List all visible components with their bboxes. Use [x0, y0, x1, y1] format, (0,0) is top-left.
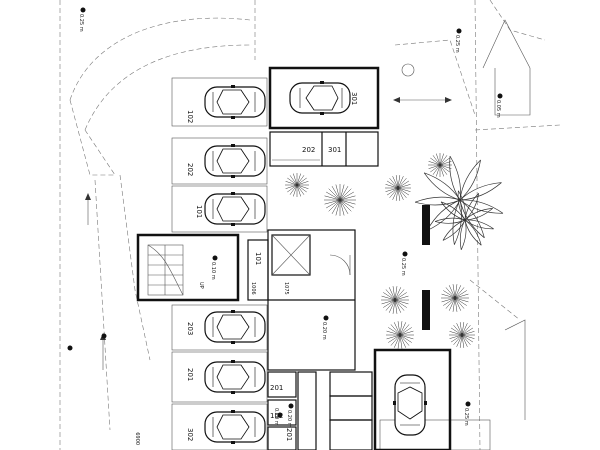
storage-units-bottom — [267, 371, 373, 450]
car-right — [393, 374, 427, 436]
palm-icon — [414, 155, 504, 245]
plant-icon — [381, 286, 409, 314]
car-icon — [204, 144, 266, 178]
garden-plants — [285, 153, 504, 349]
parking-label-101: 101 — [195, 205, 203, 218]
plant-icon — [386, 321, 414, 349]
car-icon — [204, 85, 266, 119]
level-3: 0.10 m — [210, 262, 216, 280]
storage-label-102: 102 — [270, 412, 283, 420]
misc-labels: UP 0.20 m 0069 — [136, 282, 279, 445]
misc-code-label: 0069 — [136, 432, 142, 445]
parking-label-201: 201 — [186, 368, 194, 381]
level-marker-icon — [465, 401, 471, 407]
stair-up-label: UP — [198, 282, 204, 289]
level-marker-icon — [277, 412, 283, 418]
level-marker-icon — [288, 403, 294, 409]
car-icon — [204, 410, 266, 444]
level-marker-icon — [402, 251, 408, 257]
parking-label-202: 202 — [186, 163, 194, 176]
parking-label-203: 203 — [186, 322, 194, 335]
plant-icon — [285, 173, 309, 197]
level-marker-icon — [497, 93, 503, 99]
level-1: 0.25 m — [454, 35, 460, 53]
storage-labels: 202 301 201 102 201 — [270, 146, 341, 441]
level-5: 0.20 m — [321, 322, 327, 340]
level-markers: 0.25 m 0.25 m 0.05 m 0.10 m 0.25 m 0.20 … — [67, 7, 503, 428]
storage-label-301: 301 — [328, 146, 341, 154]
level-0: 0.25 m — [78, 14, 84, 32]
room-label-101: 101 — [254, 252, 262, 265]
storage-label-202: 202 — [302, 146, 315, 154]
car-icon — [204, 360, 266, 394]
stall-right-walls — [373, 348, 452, 450]
storage-label-201-a: 201 — [270, 384, 283, 392]
level-marker-icon — [67, 345, 73, 351]
level-marker-icon — [456, 28, 462, 34]
plant-icon — [441, 284, 469, 312]
stairwell — [136, 233, 240, 302]
plant-icon — [428, 153, 452, 177]
car-icon — [289, 81, 351, 115]
level-marker-icon — [80, 7, 86, 13]
car-icon — [204, 310, 266, 344]
cars-left — [204, 85, 266, 444]
car-301 — [289, 81, 351, 115]
room-labels: 101 1006 1075 — [250, 252, 289, 295]
plant-icon — [324, 184, 356, 216]
level-6: 0.25 m — [463, 408, 469, 426]
parking-label-102: 102 — [186, 110, 194, 123]
room-label-1075: 1075 — [283, 282, 289, 295]
level-4: 0.25 m — [400, 258, 406, 276]
car-icon — [393, 374, 427, 436]
level-marker-icon — [323, 315, 329, 321]
core-lobby — [247, 229, 356, 371]
parking-label-301: 301 — [350, 92, 358, 105]
plant-icon — [449, 322, 475, 348]
parking-labels: 102 202 101 203 201 302 301 — [186, 92, 358, 441]
parking-label-302: 302 — [186, 428, 194, 441]
misc-level-label: 0.20 m — [273, 408, 279, 426]
level-marker-icon — [101, 333, 107, 339]
level-2: 0.05 m — [495, 100, 501, 118]
car-icon — [204, 192, 266, 226]
stall-301-walls — [268, 66, 380, 130]
site-boundary — [59, 0, 561, 450]
room-label-1006: 1006 — [250, 282, 256, 295]
storage-units-top — [269, 131, 379, 167]
level-7: 0.20 m — [286, 410, 292, 428]
parking-stalls-left — [171, 77, 268, 450]
columns — [422, 205, 430, 330]
storage-label-201-b: 201 — [285, 428, 293, 441]
plant-icon — [385, 175, 411, 201]
palm-icon — [434, 190, 494, 250]
level-marker-icon — [212, 255, 218, 261]
